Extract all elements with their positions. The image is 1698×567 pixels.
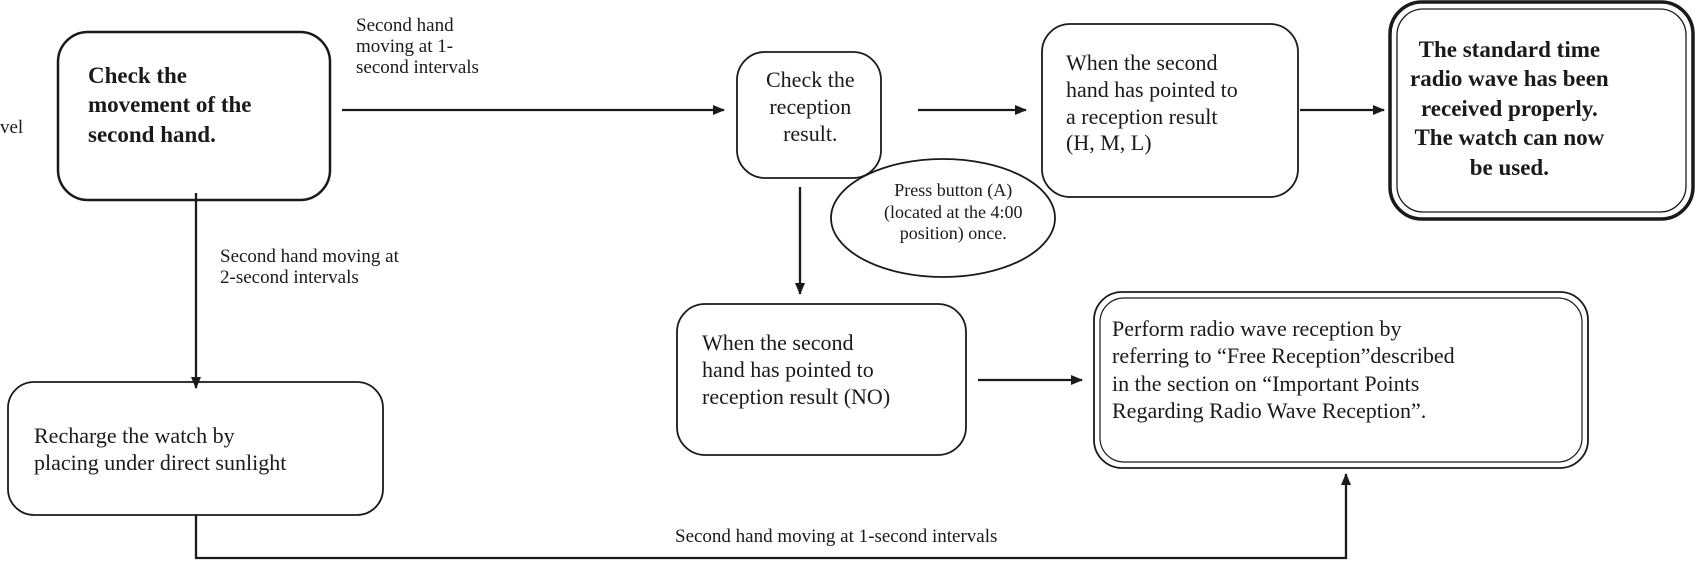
node-received-properly-outer-box (1388, 0, 1695, 221)
node-perform-reception-inner-box (1099, 297, 1583, 463)
node-check-second-hand-box (56, 30, 332, 202)
node-press-button-ellipse (830, 158, 1056, 278)
node-received-properly-text: The standard time radio wave has been re… (1410, 37, 1609, 180)
node-pointed-result-hml-text: When the second hand has pointed to a re… (1066, 50, 1238, 156)
cropped-label-fragment: vel (0, 117, 24, 138)
node-press-button-text: Press button (A) (located at the 4:00 po… (884, 180, 1023, 244)
node-check-reception-box (736, 51, 882, 179)
arrow-recharge-to-perform-reception (194, 473, 1351, 560)
node-pointed-result-no-box (676, 303, 967, 456)
node-received-properly-inner-box (1396, 8, 1687, 213)
node-pointed-result-no-text: When the second hand has pointed to rece… (702, 330, 891, 409)
node-recharge-text: Recharge the watch by placing under dire… (34, 423, 287, 475)
node-pointed-result-hml-box (1041, 23, 1299, 198)
node-perform-reception-outer-box (1093, 291, 1589, 469)
node-check-reception-text: Check the reception result. (766, 67, 855, 146)
edge-label-one-second-top: Second hand moving at 1- second interval… (356, 15, 479, 78)
node-perform-reception-text: Perform radio wave reception by referrin… (1112, 316, 1455, 423)
node-check-second-hand-text: Check the movement of the second hand. (88, 63, 252, 147)
edge-label-two-second: Second hand moving at 2-second intervals (220, 246, 399, 288)
edge-label-one-second-bottom: Second hand moving at 1-second intervals (675, 526, 998, 547)
